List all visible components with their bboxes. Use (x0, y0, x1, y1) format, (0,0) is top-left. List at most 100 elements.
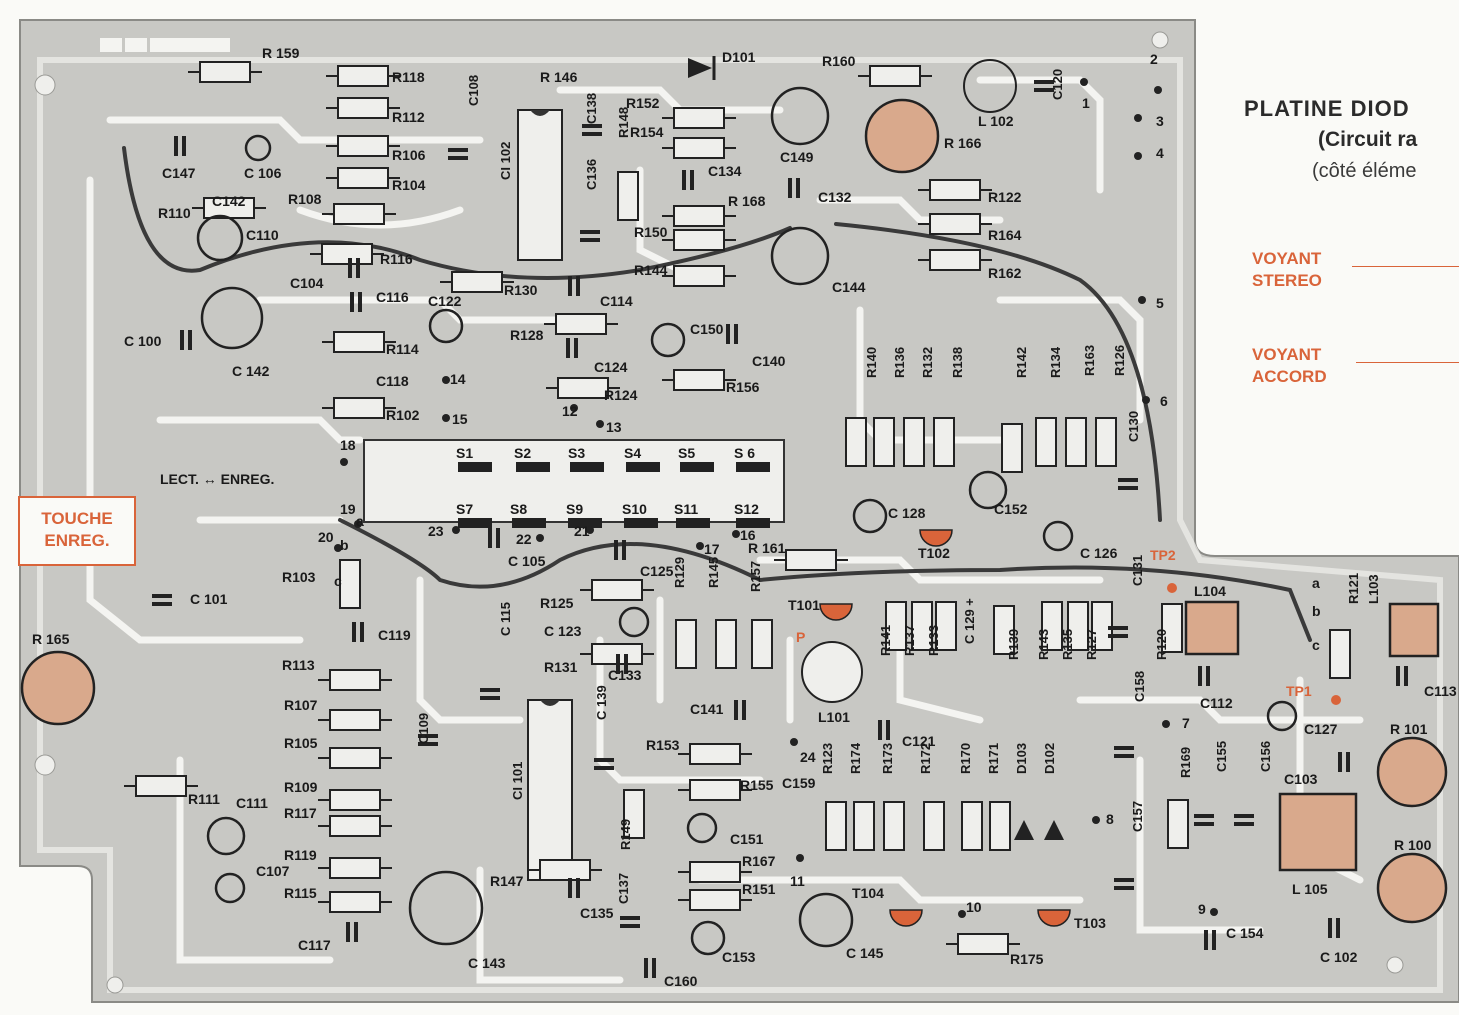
label-c130: C130 (1126, 411, 1141, 442)
label-r100: R 100 (1394, 837, 1432, 853)
label-c103: C103 (1284, 771, 1318, 787)
label-c127: C127 (1304, 721, 1338, 737)
label-d101: D101 (722, 49, 756, 65)
label-r155: R155 (740, 777, 774, 793)
label-r171: R171 (986, 743, 1001, 774)
pin-dot-p22 (536, 534, 544, 542)
label-s5: S5 (678, 445, 695, 461)
label-r153: R153 (646, 737, 680, 753)
label-c154: C 154 (1226, 925, 1264, 941)
label-r135: R135 (1060, 629, 1075, 660)
label-c141: C141 (690, 701, 724, 717)
bare-block-1 (100, 38, 122, 52)
pin-dot-p24 (790, 738, 798, 746)
label-c142: C142 (212, 193, 246, 209)
label-pin-p8: 8 (1106, 811, 1114, 827)
label-pin-pb2: b (1312, 603, 1321, 619)
label-c155: C155 (1214, 741, 1229, 772)
label-r123: R123 (820, 743, 835, 774)
label-c123: C 123 (544, 623, 582, 639)
switch-pad-s5 (680, 462, 714, 472)
label-l105: L 105 (1292, 881, 1328, 897)
legend-voyant-stereo-line2: STEREO (1252, 271, 1322, 290)
label-r138: R138 (950, 347, 965, 378)
label-c100: C 100 (124, 333, 162, 349)
label-c156: C156 (1258, 741, 1273, 772)
label-pin-p6: 6 (1160, 393, 1168, 409)
label-pin-p14: 14 (450, 371, 466, 387)
pin-dot-p3 (1134, 114, 1142, 122)
label-c129: C 129 + (962, 598, 977, 644)
label-pin-p23: 23 (428, 523, 444, 539)
label-r119: R119 (284, 847, 317, 863)
label-r151: R151 (742, 881, 776, 897)
component-graphics (20, 56, 1448, 978)
label-r103: R103 (282, 569, 316, 585)
legend-voyant-accord-line2: ACCORD (1252, 367, 1327, 386)
wire-jumpers (122, 146, 1312, 642)
pin-dot-p4 (1134, 152, 1142, 160)
label-c134: C134 (708, 163, 742, 179)
page-subnote: (côté éléme (1312, 160, 1417, 182)
page-subtitle: (Circuit ra (1318, 128, 1418, 151)
label-c159: C159 (782, 775, 816, 791)
label-r163: R163 (1082, 345, 1097, 376)
label-c132: C132 (818, 189, 852, 205)
switch-pad-s4 (626, 462, 660, 472)
label-r149: R149 (618, 819, 633, 850)
switch-pad-s1 (458, 462, 492, 472)
label-r146: R 146 (540, 69, 578, 85)
legend-voyant-accord-line1: VOYANT (1252, 345, 1322, 364)
label-r132: R132 (920, 347, 935, 378)
label-c105: C 105 (508, 553, 546, 569)
label-r108: R108 (288, 191, 322, 207)
bare-block-3 (150, 38, 230, 52)
pin-dot-p21 (586, 526, 594, 534)
pin-dot-p14 (442, 376, 450, 384)
pin-dot-p20 (334, 544, 342, 552)
pin-dot-p12 (570, 404, 578, 412)
label-l102: L 102 (978, 113, 1014, 129)
label-pin-p3: 3 (1156, 113, 1164, 129)
label-r133: R133 (926, 625, 941, 656)
label-s1: S1 (456, 445, 473, 461)
label-c114: C114 (600, 293, 633, 309)
label-r142: R142 (1014, 347, 1029, 378)
label-r105: R105 (284, 735, 318, 751)
label-c104: C104 (290, 275, 324, 291)
label-r136: R136 (892, 347, 907, 378)
label-c126: C 126 (1080, 545, 1118, 561)
label-r134: R134 (1048, 346, 1063, 378)
label-r152: R152 (626, 95, 660, 111)
pin-dot-p11 (796, 854, 804, 862)
pin-dot-p8 (1092, 816, 1100, 824)
label-c119: C119 (378, 627, 411, 643)
pin-dot-p7 (1162, 720, 1170, 728)
label-c108: C108 (466, 75, 481, 106)
label-r174: R174 (848, 742, 863, 774)
label-t101: T101 (788, 597, 820, 613)
label-s4: S4 (624, 445, 641, 461)
label-c150: C150 (690, 321, 724, 337)
label-r143: R143 (1036, 629, 1051, 660)
label-c116: C116 (376, 289, 409, 305)
ci102-body (517, 109, 563, 261)
label-c149: C149 (780, 149, 814, 165)
label-r137: R137 (902, 625, 917, 656)
label-d102: D102 (1042, 743, 1057, 774)
label-pin-p22: 22 (516, 531, 532, 547)
label-r101: R 101 (1390, 721, 1428, 737)
label-pin-p21: 21 (574, 523, 590, 539)
legend-stereo-leader (1352, 266, 1459, 267)
label-r102: R102 (386, 407, 420, 423)
label-c158: C158 (1132, 671, 1147, 702)
pin-dot-p17 (696, 542, 704, 550)
label-r170: R170 (958, 743, 973, 774)
label-c142b: C 142 (232, 363, 270, 379)
label-pin-p13: 13 (606, 419, 622, 435)
label-r107: R107 (284, 697, 318, 713)
label-c111: C111 (236, 795, 268, 811)
label-t103: T103 (1074, 915, 1106, 931)
label-r126: R126 (1112, 345, 1127, 376)
